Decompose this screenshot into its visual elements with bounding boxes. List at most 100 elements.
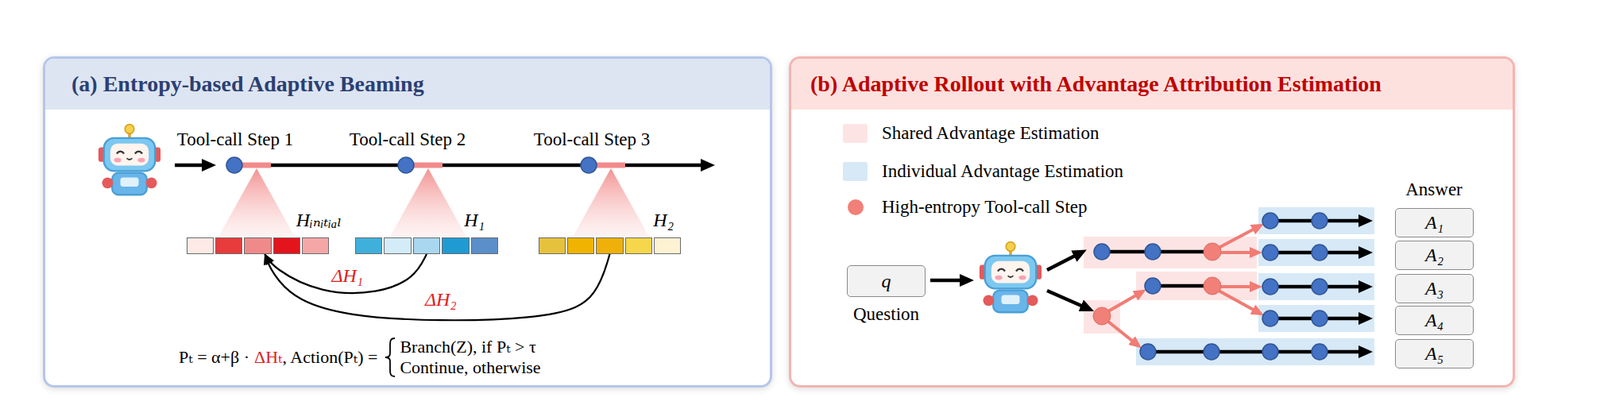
token-cell — [301, 237, 329, 255]
branch-arrows — [1108, 227, 1258, 344]
box-caption: Question — [853, 304, 920, 325]
legend-row: High-entropy Tool-call Step — [842, 197, 1088, 218]
tool-call-segment — [413, 162, 443, 169]
answer-box: A₂ — [1395, 240, 1474, 271]
rollout-arrow — [1047, 290, 1087, 309]
shared-band — [1136, 271, 1257, 301]
individual-band — [1258, 273, 1375, 301]
high-entropy-dots — [1093, 243, 1222, 325]
answer-box: A₃ — [1395, 274, 1474, 304]
annotation-label: Tool-call Step 1 — [177, 129, 294, 150]
formula-cases: Branch(Z), if Pₜ > τContinue, otherwise — [399, 337, 541, 377]
formula-text: Branch(Z), if Pₜ > τ — [399, 337, 541, 357]
token-cell — [413, 237, 441, 255]
tool-call-segments — [242, 165, 626, 167]
box-text: A₅ — [1425, 343, 1444, 365]
answer-box: A₅ — [1395, 339, 1474, 369]
step-dot — [580, 157, 597, 174]
question-arrow — [930, 278, 967, 283]
token-cell — [595, 237, 623, 255]
attention-beam — [390, 168, 467, 237]
branch-arrow — [1221, 251, 1256, 255]
individual-band — [1258, 207, 1375, 235]
entropy-label: H₂ — [653, 209, 674, 231]
edge-label: ΔH₁ — [328, 265, 366, 286]
agent-robot-icon — [979, 242, 1042, 314]
legend-sample — [842, 197, 868, 217]
token-cell — [625, 237, 653, 255]
token-cells — [186, 237, 329, 255]
annotation-label: Answer — [1405, 179, 1463, 200]
rollout-line — [1147, 350, 1365, 355]
attention-beams — [218, 168, 650, 237]
answer-box: A₄ — [1395, 305, 1474, 336]
legend-row: Individual Advantage Estimation — [842, 161, 1124, 182]
token-cells — [538, 237, 681, 255]
tool-call-dots — [226, 157, 597, 174]
legend-swatch — [842, 162, 868, 182]
high-entropy-dot — [1203, 277, 1222, 295]
case-brace-path — [385, 338, 395, 377]
box-text: A₁ — [1425, 212, 1444, 234]
individual-band — [1136, 338, 1375, 366]
step-dot — [1144, 278, 1161, 294]
branch-arrow — [1108, 321, 1137, 344]
formula-main: Pₜ = α+β ·ΔHₜ, Action(Pₜ) = — [178, 347, 378, 368]
formula: Pₜ = α+β ·ΔHₜ, Action(Pₜ) = Branch(Z), if… — [178, 336, 542, 379]
attention-beam — [218, 168, 295, 237]
formula-text: , Action(Pₜ) = — [282, 347, 379, 368]
agent-robot-icon — [98, 124, 161, 196]
entropy-delta-arrow — [264, 254, 610, 321]
rollout-dots — [1093, 212, 1328, 360]
panel-title: (b) Adaptive Rollout with Advantage Attr… — [810, 71, 1382, 97]
entropy-label: H₁ — [463, 209, 485, 231]
attention-beam — [572, 168, 650, 237]
token-cell — [653, 237, 681, 255]
formula-text: Continue, otherwise — [399, 358, 541, 378]
step-dot — [1311, 310, 1328, 327]
token-entropy-bar: H₂ — [538, 237, 681, 255]
annotation-label: Tool-call Step 3 — [533, 129, 651, 150]
legend-swatch — [842, 123, 868, 143]
token-entropy-bar: Hᵢₙᵢₜᵢₐₗ — [186, 237, 329, 255]
formula-text: ΔHₜ — [254, 347, 283, 368]
step-dot — [1311, 244, 1328, 261]
panel-header: (a) Entropy-based Adaptive Beaming — [45, 58, 770, 110]
legend-row: Shared Advantage Estimation — [842, 123, 1099, 144]
step-dot — [1311, 212, 1328, 229]
step-dot — [1262, 343, 1279, 360]
token-entropy-bar: H₁ — [355, 237, 499, 255]
step-dot — [398, 157, 414, 174]
step-dot — [1311, 278, 1328, 295]
trajectory-line — [234, 163, 708, 168]
legend-text: Individual Advantage Estimation — [881, 161, 1124, 182]
token-cell — [243, 237, 271, 255]
annotation-label: Tool-call Step 2 — [349, 129, 467, 150]
answer-box: A₁ — [1395, 208, 1474, 238]
individual-band — [1258, 305, 1375, 333]
tool-call-segment — [596, 162, 626, 169]
token-cell — [273, 237, 301, 255]
token-cell — [538, 237, 566, 255]
branch-arrow — [1108, 293, 1141, 312]
token-cells — [355, 237, 499, 255]
branch-arrow — [1218, 290, 1258, 313]
case-brace — [383, 336, 397, 379]
step-dot — [1262, 278, 1279, 295]
token-cell — [355, 237, 383, 255]
individual-band — [1258, 239, 1375, 267]
high-entropy-dot-sample — [847, 199, 864, 216]
step-dot — [1262, 212, 1279, 229]
high-entropy-dot — [1093, 307, 1111, 325]
legend-text: High-entropy Tool-call Step — [881, 197, 1088, 218]
box-text: A₃ — [1425, 278, 1444, 300]
token-cell — [567, 237, 595, 255]
panel-header: (b) Adaptive Rollout with Advantage Attr… — [791, 58, 1513, 110]
token-cell — [186, 237, 214, 255]
panel-title: (a) Entropy-based Adaptive Beaming — [71, 71, 425, 97]
panel: (b) Adaptive Rollout with Advantage Attr… — [788, 56, 1515, 388]
step-dot — [1203, 343, 1220, 360]
step-dot — [1262, 310, 1279, 327]
